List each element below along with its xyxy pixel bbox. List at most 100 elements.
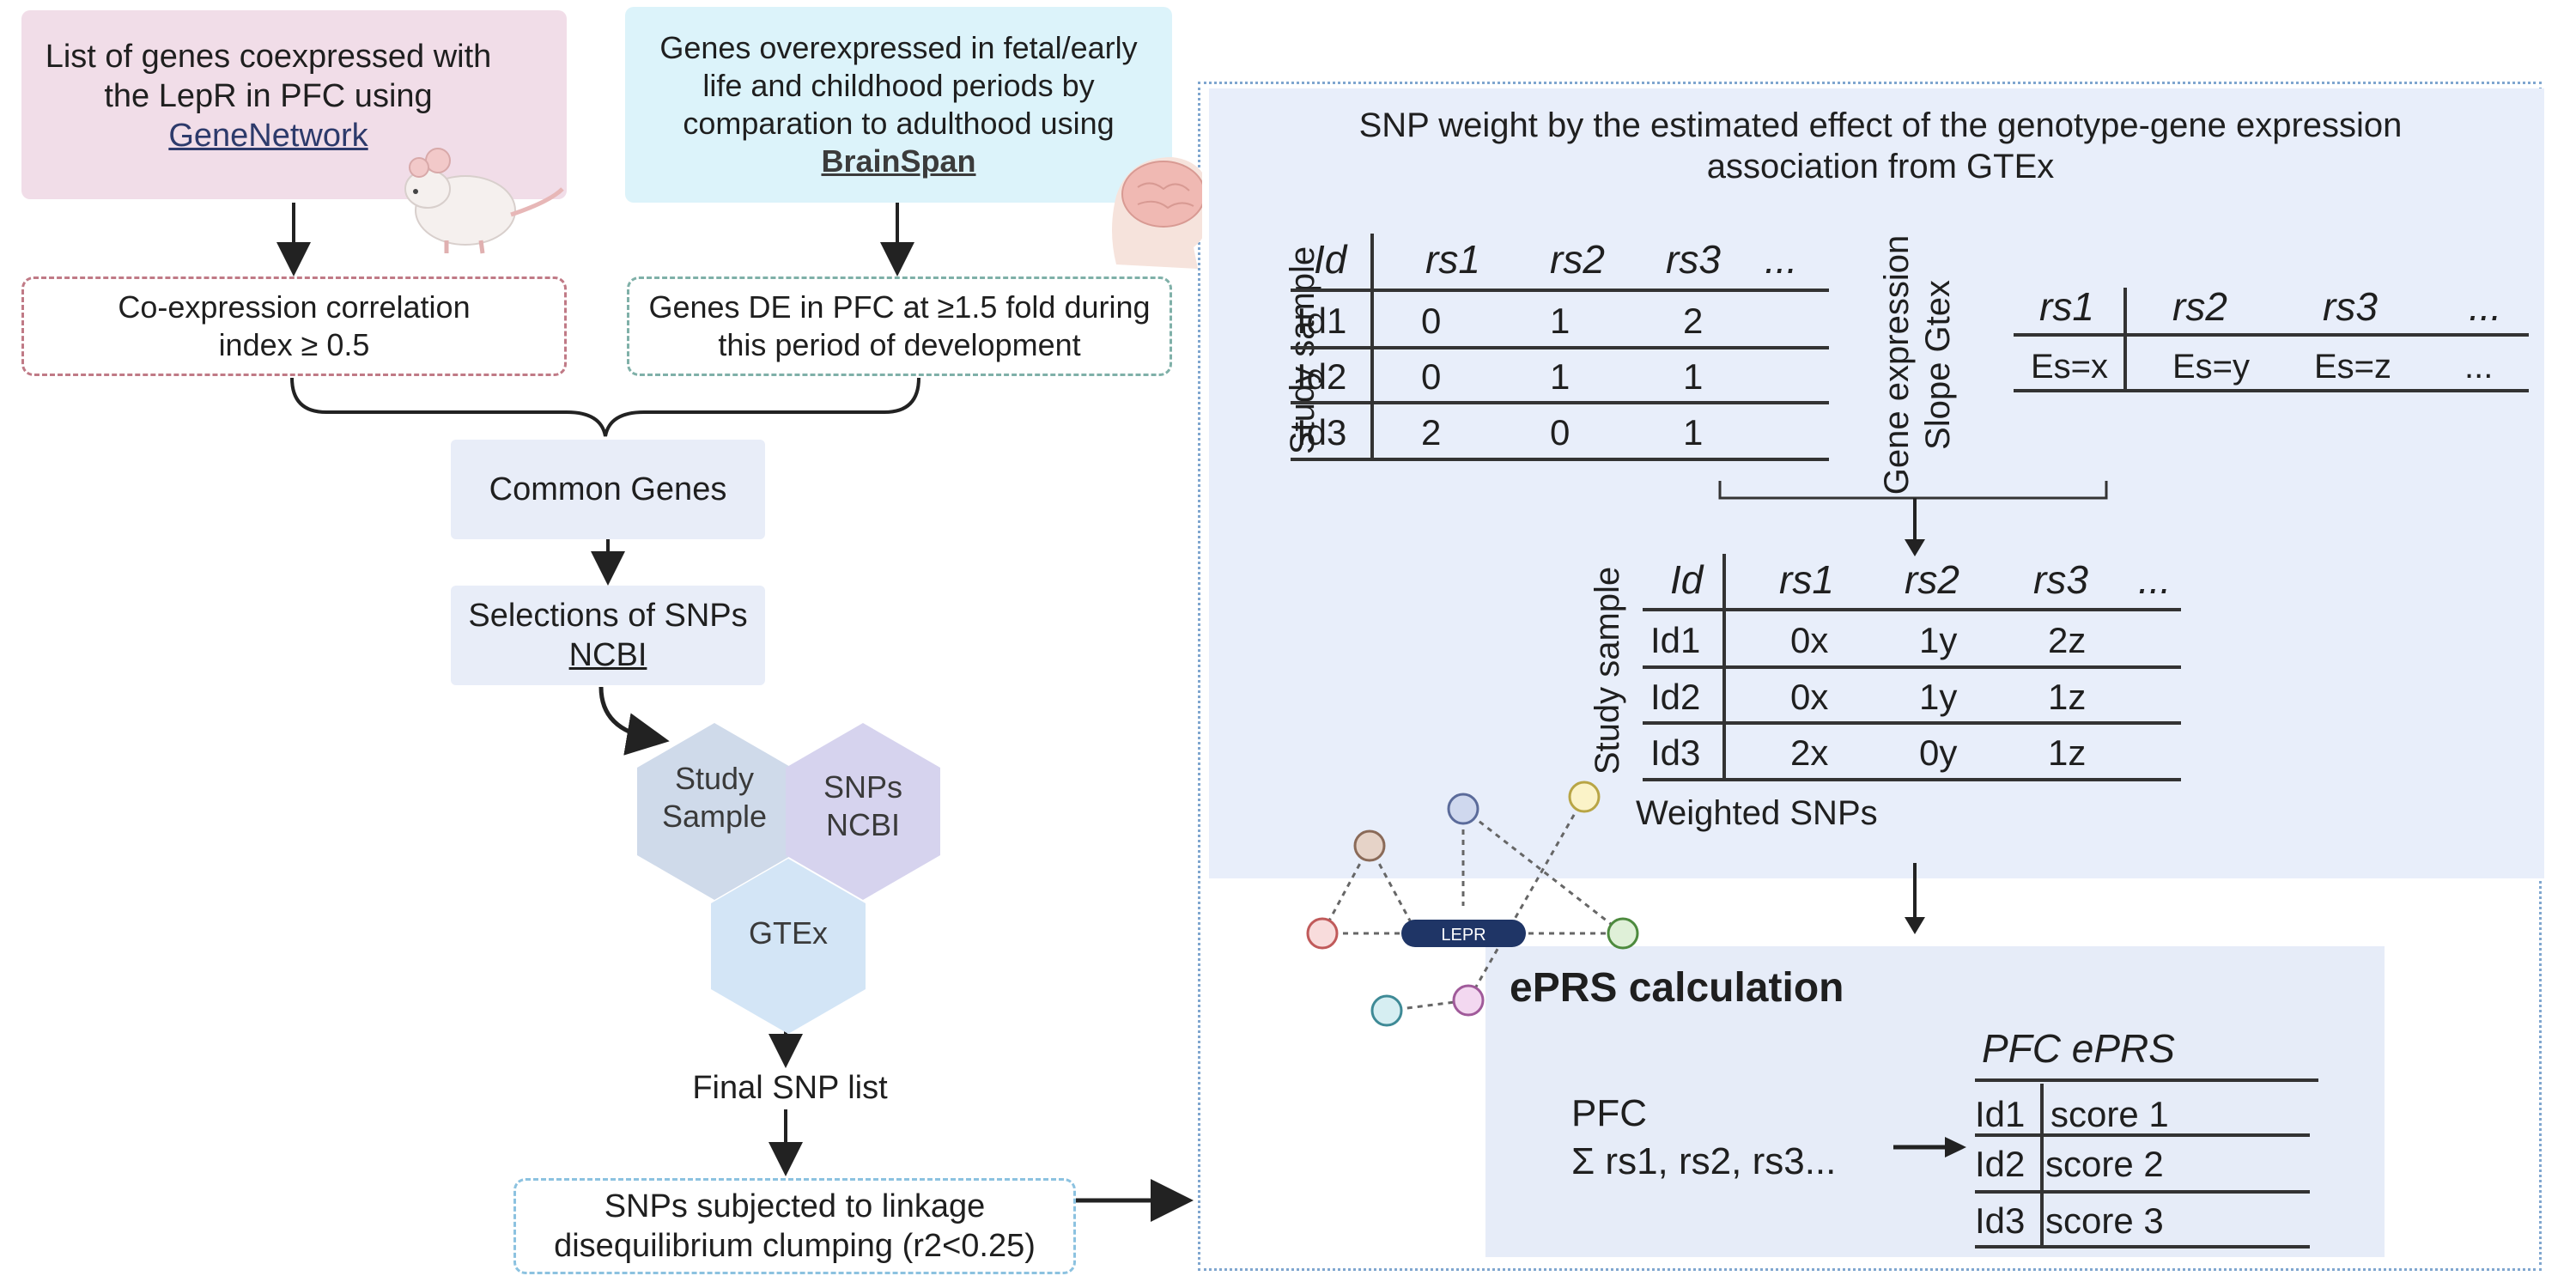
hex-gtex xyxy=(711,859,866,1034)
study-header-rs3: rs3 xyxy=(1666,237,1721,282)
node-pink xyxy=(1452,984,1485,1017)
weighted-row1-rs3: 2z xyxy=(2048,620,2087,660)
genenetwork-link[interactable]: GeneNetwork xyxy=(168,118,368,154)
node-teal xyxy=(1370,994,1403,1027)
hex-snps-ncbi-shape xyxy=(786,723,940,900)
eprs-row3-score: score 3 xyxy=(2045,1200,2164,1241)
hex-study-label: Study Sample xyxy=(637,760,792,835)
eprs-row3-id: Id3 xyxy=(1975,1200,2026,1241)
brace xyxy=(290,377,920,437)
weight-title: SNP weight by the estimated effect of th… xyxy=(1288,105,2473,187)
eprs-pfc-label: PFC xyxy=(1571,1092,1647,1134)
gtex-header-rs3: rs3 xyxy=(2323,284,2378,329)
study-header-rs2: rs2 xyxy=(1550,237,1605,282)
study-header-ellipsis: ... xyxy=(1765,237,1798,282)
coexpression-box: Co-expression correlation index ≥ 0.5 xyxy=(21,276,567,376)
study-row2-rs2: 1 xyxy=(1550,356,1571,397)
hex-snps-line2: NCBI xyxy=(825,807,900,842)
ncbi-link[interactable]: NCBI xyxy=(568,637,647,673)
node-brown xyxy=(1353,829,1386,862)
node-red xyxy=(1306,917,1339,950)
brainspan-line3: comparation to adulthood using xyxy=(683,106,1115,141)
eprs-row2-id: Id2 xyxy=(1975,1144,2026,1184)
weighted-header-rs2: rs2 xyxy=(1905,557,1959,602)
study-row2-rs3: 1 xyxy=(1683,356,1704,397)
hex-snps-label: SNPs NCBI xyxy=(786,769,940,844)
genenetwork-box: List of genes coexpressed with the LepR … xyxy=(21,10,567,199)
weighted-header-id: Id xyxy=(1670,557,1704,602)
arrow-curve-to-hex xyxy=(598,686,670,756)
weighted-row2-id: Id2 xyxy=(1650,677,1701,717)
eprs-title: ePRS calculation xyxy=(1510,965,1844,1011)
weight-title-line1: SNP weight by the estimated effect of th… xyxy=(1358,106,2403,144)
hex-gtex-label: GTEx xyxy=(748,915,828,951)
hex-gtex-shape xyxy=(711,859,866,1034)
study-row1-rs1: 0 xyxy=(1421,301,1442,341)
clumping-line1: SNPs subjected to linkage xyxy=(604,1188,986,1224)
eprs-panel xyxy=(1485,946,2385,1257)
genes-de-line1: Genes DE in PFC at ≥1.5 fold during xyxy=(648,289,1151,325)
coexpression-line2: index ≥ 0.5 xyxy=(218,327,370,362)
gtex-value-rs3: Es=z xyxy=(2314,348,2392,386)
weighted-header-rs1: rs1 xyxy=(1779,557,1834,602)
weighted-row3-id: Id3 xyxy=(1650,732,1701,773)
weighted-row2-rs2: 1y xyxy=(1919,677,1958,717)
common-genes-box: Common Genes xyxy=(451,440,765,539)
node-yellow xyxy=(1568,781,1601,813)
clumping-box: SNPs subjected to linkage disequilibrium… xyxy=(513,1178,1076,1274)
gtex-value-ellipsis: ... xyxy=(2464,348,2494,386)
lepr-network xyxy=(1306,781,1639,1027)
gtex-value-rs2: Es=y xyxy=(2172,348,2251,386)
study-row1-rs3: 2 xyxy=(1683,301,1704,341)
eprs-row1-score: score 1 xyxy=(2050,1094,2169,1134)
study-row2-id: Id2 xyxy=(1297,356,1347,397)
hex-snps-line1: SNPs xyxy=(823,769,903,805)
genes-de-line2: this period of development xyxy=(718,327,1081,362)
weighted-row1-id: Id1 xyxy=(1650,620,1701,660)
study-row3-rs2: 0 xyxy=(1550,412,1571,453)
gtex-value-rs1: Es=x xyxy=(2031,348,2109,386)
brainspan-box: Genes overexpressed in fetal/early life … xyxy=(625,7,1172,203)
clumping-line2: disequilibrium clumping (r2<0.25) xyxy=(554,1228,1036,1264)
brainspan-link[interactable]: BrainSpan xyxy=(821,143,976,179)
eprs-table-title: PFC ePRS xyxy=(1982,1026,2175,1071)
weighted-row1-rs1: 0x xyxy=(1790,620,1829,660)
hex-study-sample xyxy=(637,723,792,900)
node-green xyxy=(1607,917,1639,950)
weighted-row3-rs3: 1z xyxy=(2048,732,2087,773)
lepr-label: LEPR xyxy=(1441,926,1486,945)
study-row1-rs2: 1 xyxy=(1550,301,1571,341)
hex-study-line2: Sample xyxy=(661,799,768,834)
gtex-header-ellipsis: ... xyxy=(2469,284,2502,329)
mouse-illustration xyxy=(404,148,564,254)
weighted-header-ellipsis: ... xyxy=(2138,557,2172,602)
brainspan-line2: life and childhood periods by xyxy=(702,68,1095,103)
selections-snps-label: Selections of SNPs xyxy=(468,598,748,634)
gtex-header-rs2: rs2 xyxy=(2172,284,2227,329)
weighted-row1-rs2: 1y xyxy=(1919,620,1958,660)
study-header-rs1: rs1 xyxy=(1425,237,1480,282)
weighted-row2-rs3: 1z xyxy=(2048,677,2087,717)
hex-study-sample-shape xyxy=(637,723,792,900)
weighted-row3-rs2: 0y xyxy=(1919,732,1958,773)
study-row3-id: Id3 xyxy=(1297,412,1347,453)
eprs-formula: Σ rs1, rs2, rs3... xyxy=(1571,1140,1837,1182)
selections-snps-box: Selections of SNPs NCBI xyxy=(451,586,765,685)
brain-illustration xyxy=(1112,157,1202,269)
brainspan-line1: Genes overexpressed in fetal/early xyxy=(659,30,1138,65)
lepr-pill xyxy=(1401,920,1526,947)
coexpression-line1: Co-expression correlation xyxy=(118,289,471,325)
weighted-row3-rs1: 2x xyxy=(1790,732,1829,773)
study-header-id: Id xyxy=(1314,237,1347,282)
genenetwork-line1: List of genes coexpressed with xyxy=(45,39,492,75)
common-genes-label: Common Genes xyxy=(489,471,727,507)
study-row3-rs3: 1 xyxy=(1683,412,1704,453)
left-flow-graphics xyxy=(276,148,1202,1222)
hex-snps-ncbi xyxy=(786,723,940,900)
eprs-row2-score: score 2 xyxy=(2045,1144,2164,1184)
final-snp-list: Final SNP list xyxy=(692,1070,888,1106)
hex-study-line1: Study xyxy=(674,761,755,796)
gtex-header-rs1: rs1 xyxy=(2039,284,2094,329)
genes-de-box: Genes DE in PFC at ≥1.5 fold during this… xyxy=(627,276,1172,376)
